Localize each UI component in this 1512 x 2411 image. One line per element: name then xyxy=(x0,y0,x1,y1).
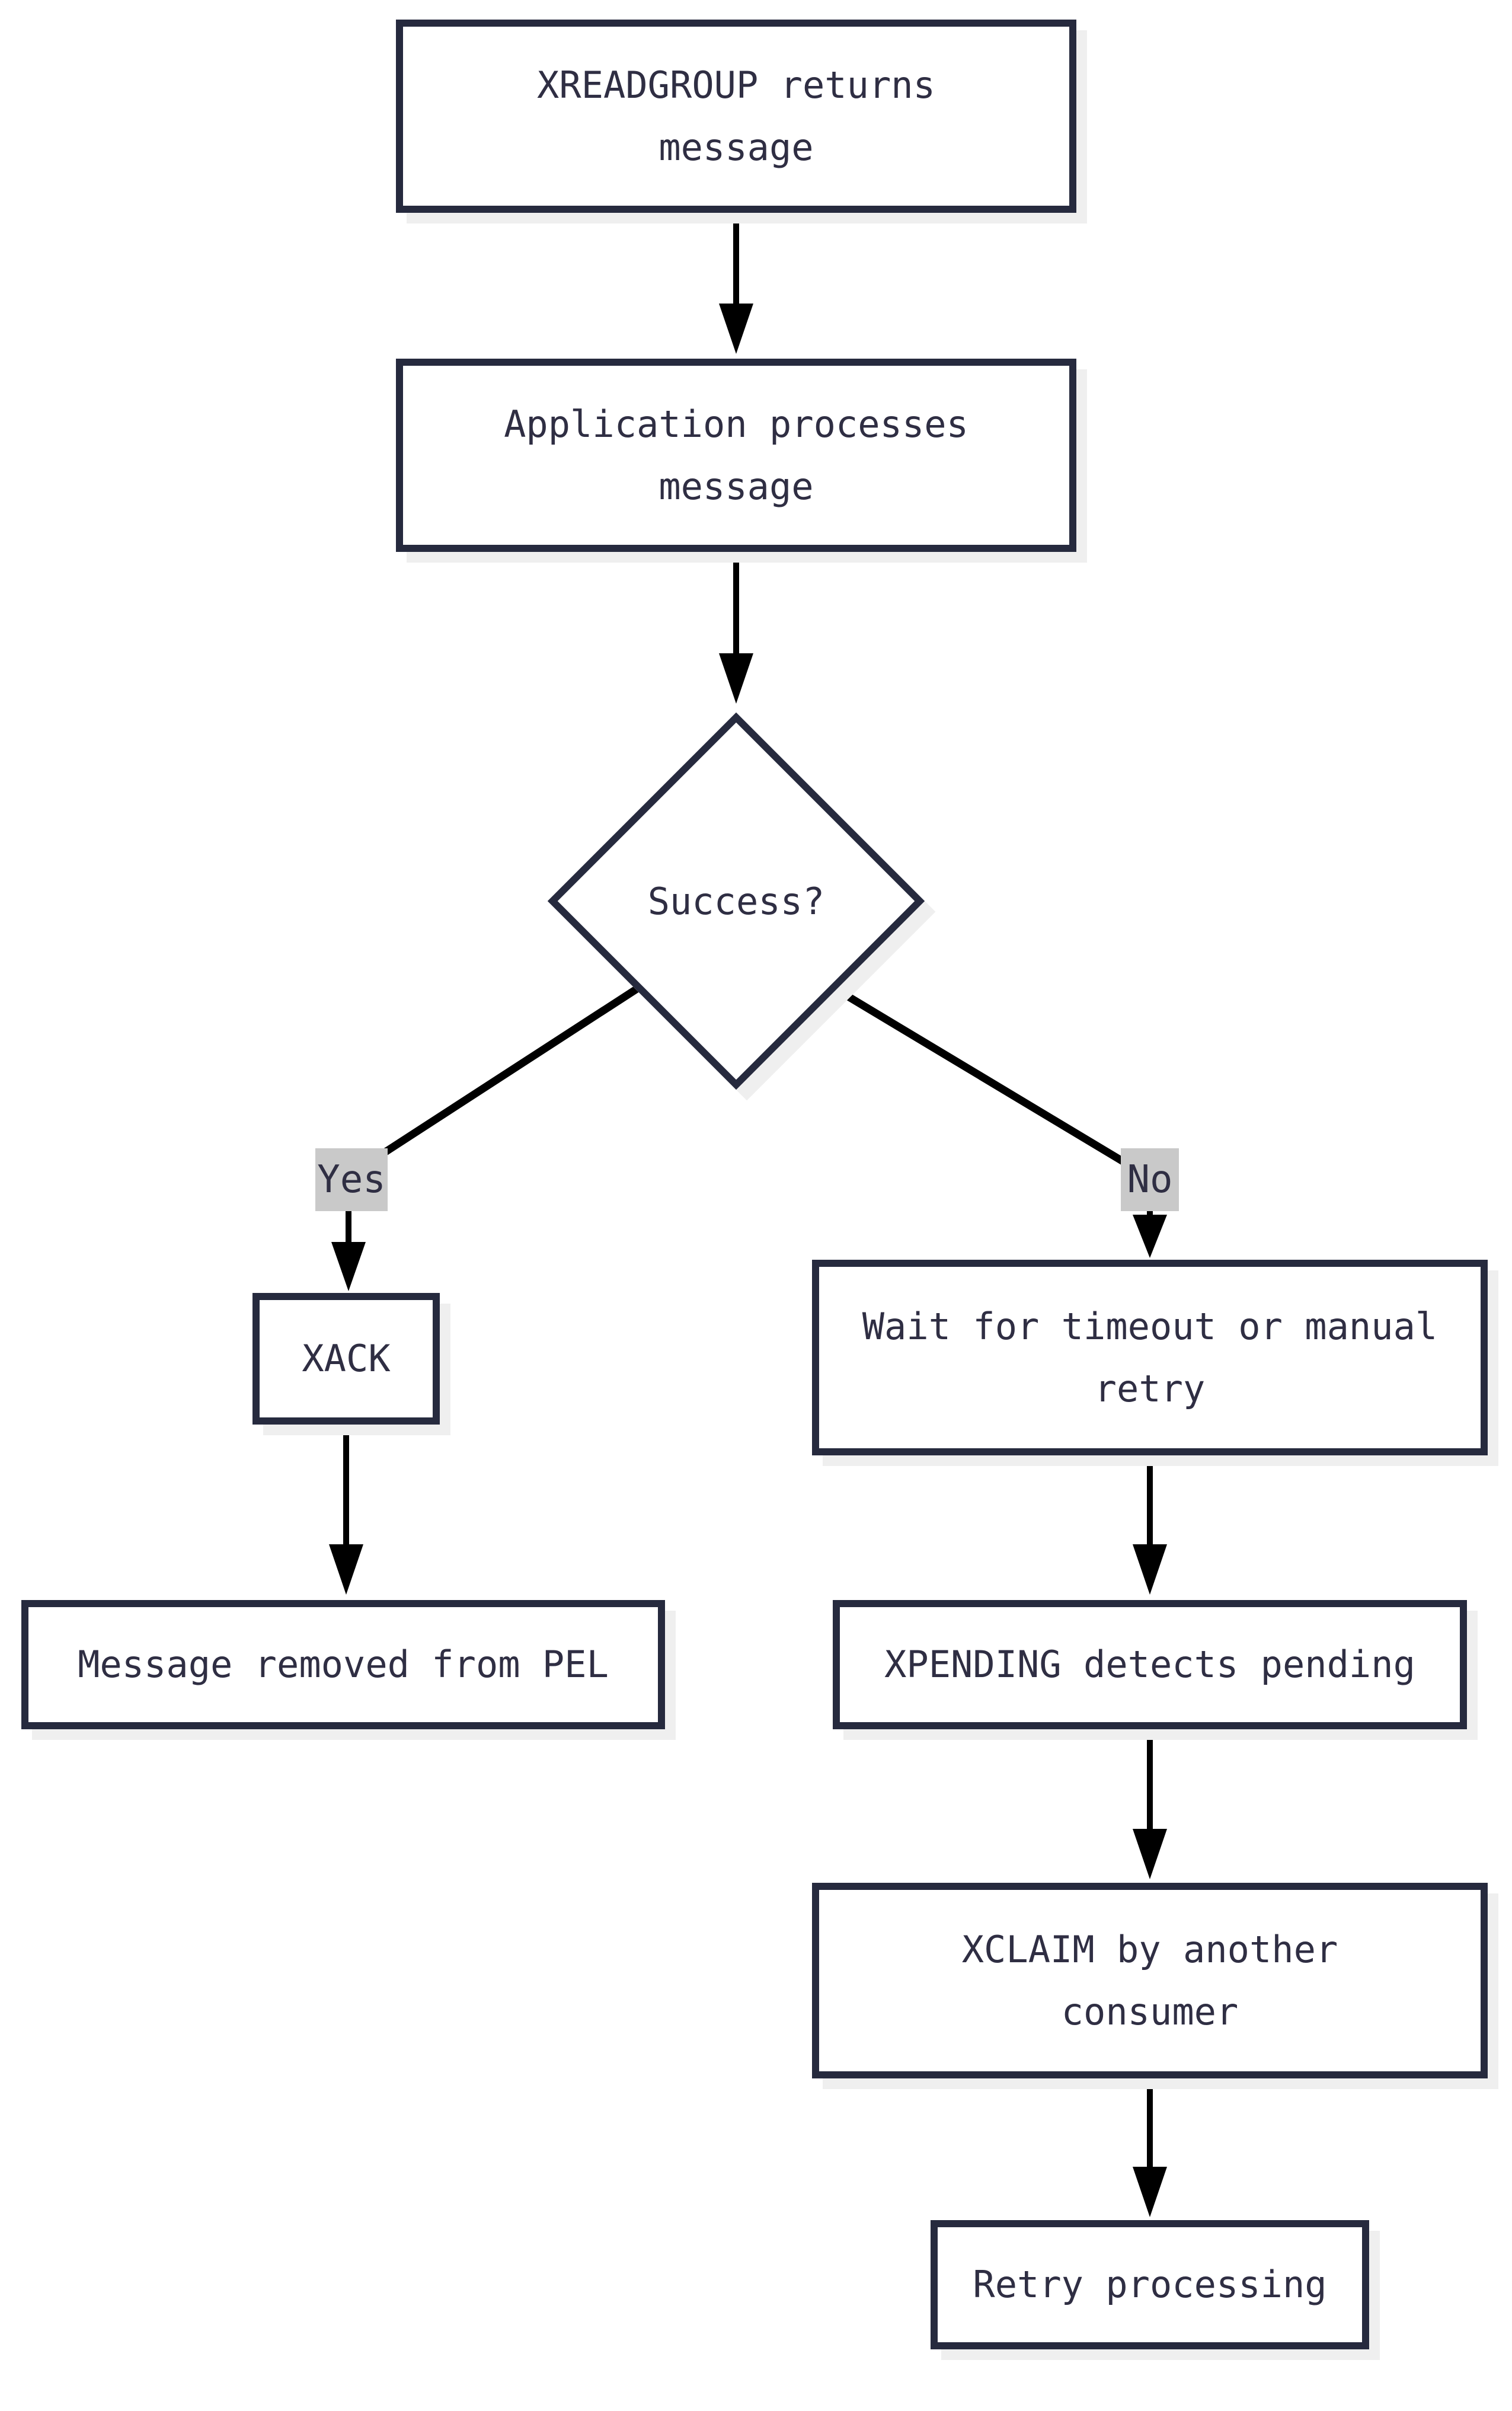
node-xack: XACK xyxy=(252,1293,440,1425)
node-decision: Success? xyxy=(547,712,925,1090)
edge-label-yes: Yes xyxy=(315,1148,388,1211)
arrow-no-to-wait xyxy=(1133,1211,1167,1258)
node-xpending: XPENDING detects pending xyxy=(833,1600,1467,1729)
node-pel: Message removed from PEL xyxy=(21,1600,665,1729)
arrow-xclaim-to-retry xyxy=(1133,2078,1167,2217)
node-xack-label: XACK xyxy=(302,1337,391,1381)
edge-label-no-text: No xyxy=(1127,1158,1173,1202)
node-pel-label: Message removed from PEL xyxy=(78,1643,609,1687)
node-xclaim-label: XCLAIM by another consumer xyxy=(961,1927,1338,2033)
edge-label-yes-text: Yes xyxy=(317,1158,386,1202)
arrow-wait-to-xpending xyxy=(1133,1455,1167,1595)
arrow-xpending-to-xclaim xyxy=(1133,1729,1167,1879)
node-decision-label: Success? xyxy=(647,879,825,923)
node-start: XREADGROUP returns message xyxy=(396,20,1076,213)
node-process-label: Application processes message xyxy=(504,402,968,508)
edge-decision-to-yes xyxy=(383,984,641,1155)
node-start-label: XREADGROUP returns message xyxy=(537,63,935,169)
arrow-xack-to-pel xyxy=(329,1425,363,1595)
edge-decision-to-no xyxy=(831,984,1129,1167)
node-xclaim: XCLAIM by another consumer xyxy=(812,1883,1488,2078)
node-xpending-label: XPENDING detects pending xyxy=(884,1643,1415,1687)
node-wait-label: Wait for timeout or manual retry xyxy=(862,1304,1438,1410)
edge-label-no: No xyxy=(1121,1148,1179,1211)
node-process: Application processes message xyxy=(396,359,1076,552)
node-retry: Retry processing xyxy=(931,2220,1369,2349)
arrow-yes-to-xack xyxy=(331,1211,366,1291)
node-wait: Wait for timeout or manual retry xyxy=(812,1260,1488,1455)
arrow-process-to-decision xyxy=(719,554,753,704)
arrow-start-to-process xyxy=(719,215,753,354)
node-retry-label: Retry processing xyxy=(973,2263,1327,2307)
